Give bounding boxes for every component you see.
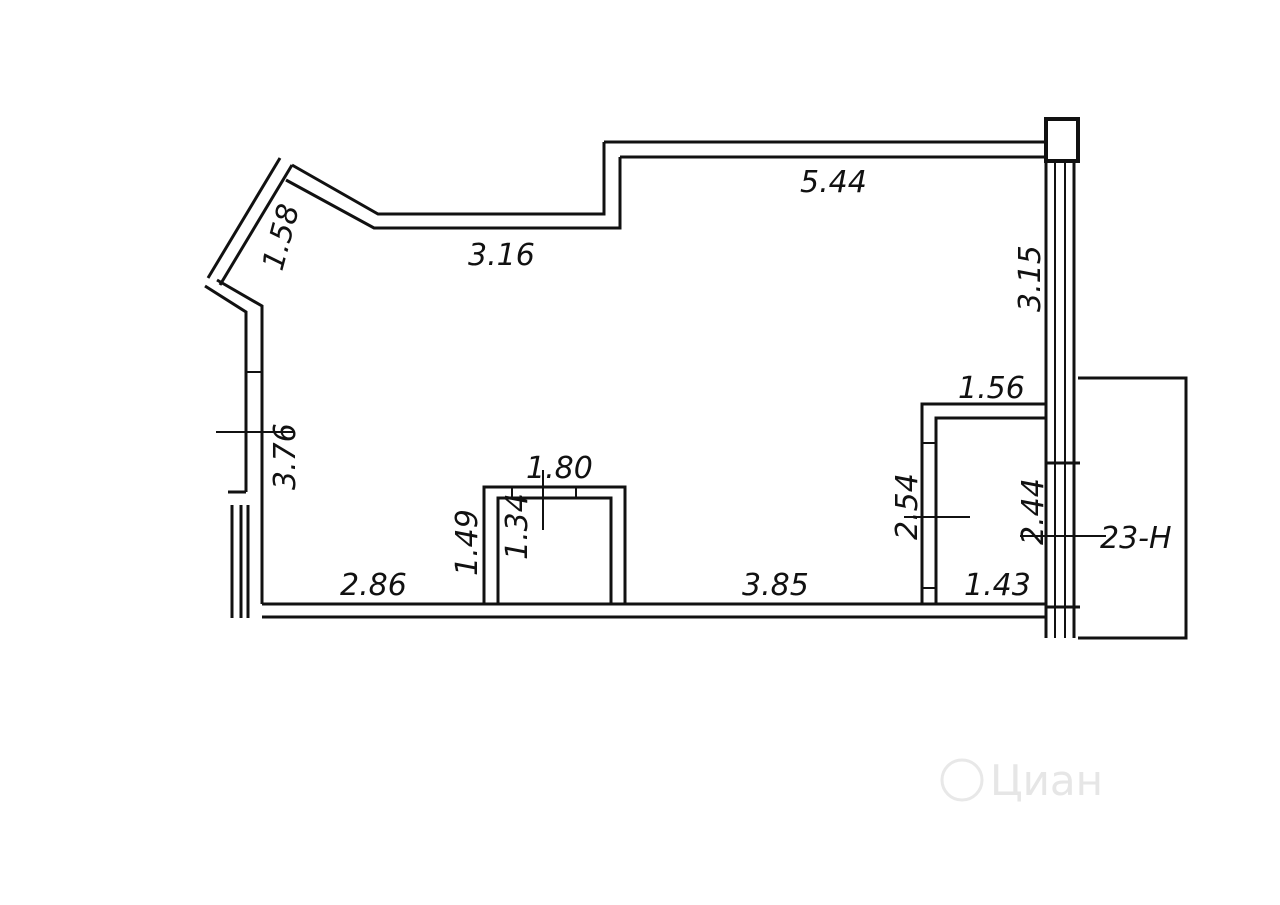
- dim-2-86: 2.86: [340, 568, 407, 603]
- wall-bay-inner: [218, 164, 294, 286]
- wall-bay-outer: [206, 157, 282, 279]
- dim-5-44: 5.44: [800, 165, 867, 200]
- wall-step-inner: [285, 157, 622, 230]
- dim-2-54: 2.54: [890, 473, 925, 540]
- watermark-text: Циан: [990, 756, 1103, 805]
- dim-1-43: 1.43: [964, 568, 1031, 603]
- bathroom-walls: [904, 402, 1046, 604]
- dim-1-34: 1.34: [500, 493, 535, 560]
- dim-1-56: 1.56: [958, 371, 1025, 406]
- balcony-outline: [1078, 376, 1188, 640]
- unit-label: 23-H: [1100, 521, 1172, 556]
- dim-3-15: 3.15: [1013, 245, 1048, 312]
- right-facade: [1020, 117, 1188, 640]
- dim-3-16: 3.16: [468, 238, 535, 273]
- dim-2-44: 2.44: [1016, 478, 1051, 545]
- dim-1-80: 1.80: [526, 451, 593, 486]
- wall-bay-lower-outer: [204, 284, 248, 492]
- niche-walls: [482, 470, 627, 604]
- dimension-labels: 5.44 3.16 1.58 3.15 3.76 1.56 1.80 1.34 …: [256, 165, 1051, 603]
- watermark: Циан: [940, 756, 1103, 805]
- dim-3-76: 3.76: [268, 423, 303, 490]
- wall-step-outer: [291, 142, 606, 216]
- outer-walls: [204, 140, 1046, 619]
- watermark-logo-icon: [940, 758, 984, 802]
- dim-3-85: 3.85: [742, 568, 809, 603]
- wall-bay-lower-inner: [216, 278, 264, 604]
- corner-column: [1044, 117, 1080, 163]
- dim-1-49: 1.49: [450, 509, 485, 576]
